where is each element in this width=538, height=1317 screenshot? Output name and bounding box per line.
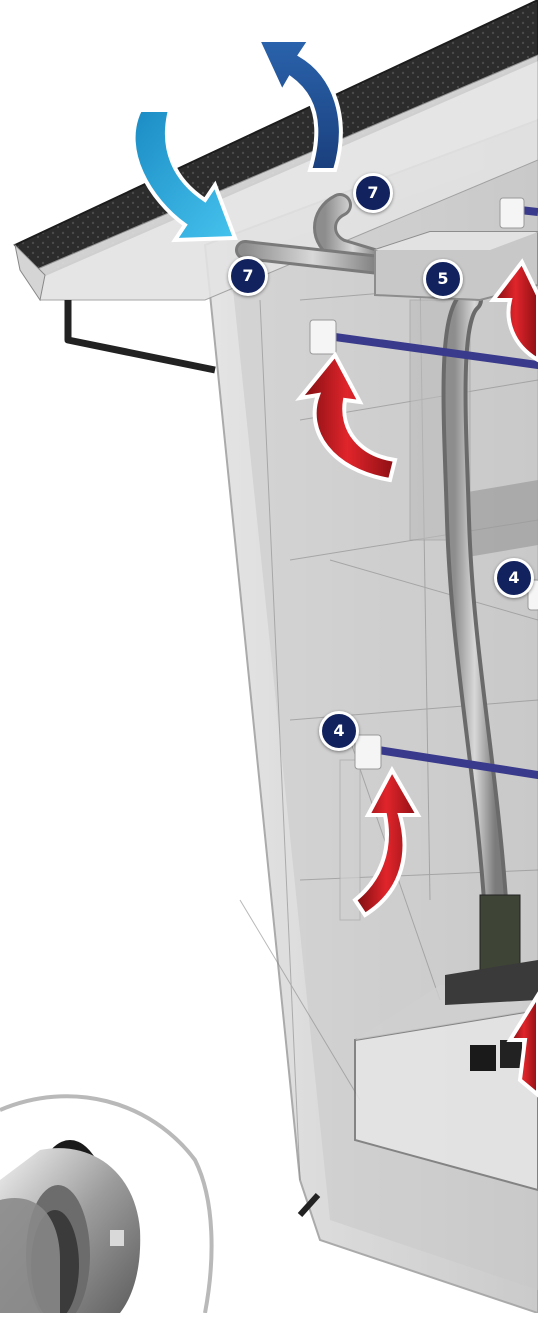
gutter-downspout <box>68 300 215 370</box>
roof-vent-icon <box>0 1096 212 1313</box>
callout-badge-7-top: 7 <box>353 173 393 213</box>
callout-badge-7-left: 7 <box>228 256 268 296</box>
callout-badge-5: 5 <box>423 259 463 299</box>
callout-badge-4-upper: 4 <box>494 558 534 598</box>
callout-badge-4-lower: 4 <box>319 711 359 751</box>
